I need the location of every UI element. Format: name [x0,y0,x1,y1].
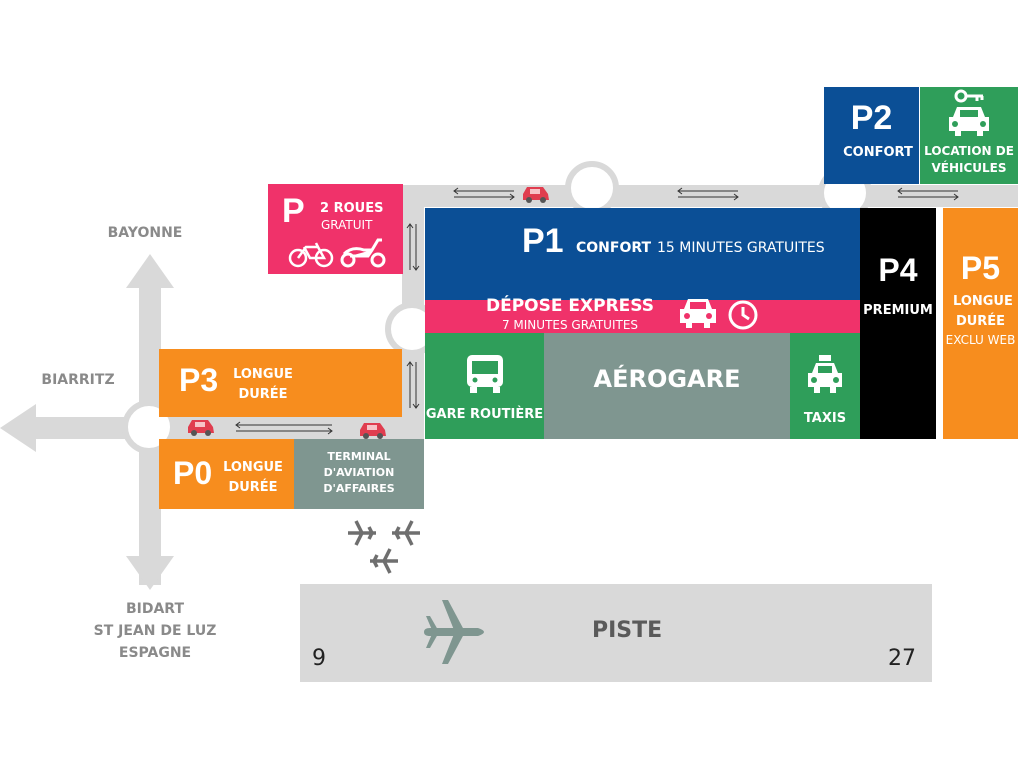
taxis-label: TAXIS [803,411,847,426]
parking-p4-code: P4 [878,252,918,288]
runway-label: PISTE [592,618,663,643]
parking-p5-code: P5 [960,250,1001,286]
parking-p5-sub: EXCLU WEB [945,333,1016,347]
parking-2-roues-code: P [282,192,305,230]
parking-p0[interactable]: P0 LONGUE DURÉE [159,439,294,509]
direction-south-2: ST JEAN DE LUZ [93,623,217,639]
parking-p0-label: LONGUE DURÉE [223,460,283,495]
roundabout-top-mid [565,161,619,215]
runway: PISTE 9 27 [300,584,932,682]
parking-p3-label: LONGUE DURÉE [233,367,293,402]
bicycle-icon [288,242,334,268]
car-icon-road-2 [188,420,214,436]
gare-label: GARE ROUTIÈRE [425,407,544,422]
direction-south-3: ESPAGNE [118,645,192,661]
traffic-arrows-1 [453,187,515,201]
bus-icon [467,355,503,393]
car-icon-road-3 [360,423,386,439]
location-label: LOCATION DE VÉHICULES [924,144,1014,175]
taxis[interactable]: TAXIS [790,333,860,439]
parking-p1-label: CONFORT [576,240,652,256]
parking-p1-code: P1 [522,222,564,260]
parking-p4-label: PREMIUM [863,303,933,318]
terminal-aviation[interactable]: TERMINAL D'AVIATION D'AFFAIRES [294,439,424,509]
traffic-arrows-6 [406,361,420,409]
direction-north: BAYONNE [107,225,183,241]
traffic-arrows-4 [235,421,333,435]
traffic-arrows-5 [406,223,420,271]
parking-2-roues[interactable]: P 2 ROUES GRATUIT [268,184,403,274]
scooter-icon [340,238,386,268]
plane-icon [424,600,484,664]
location-vehicules[interactable]: LOCATION DE VÉHICULES [920,87,1018,184]
parking-2-roues-sub: GRATUIT [321,218,373,232]
depose-title: DÉPOSE EXPRESS [485,296,655,316]
plane-icon-small-1 [348,520,376,546]
parking-p5-label: LONGUE DURÉE [953,294,1013,329]
arrow-icon-north [126,254,174,288]
runway-left-number: 9 [312,646,326,671]
taxi-icon [808,355,842,393]
parking-p1-sub: 15 MINUTES GRATUITES [657,240,825,256]
direction-south-1: BIDART [125,601,185,617]
direction-south: BIDART ST JEAN DE LUZ ESPAGNE [80,598,230,664]
parking-p5[interactable]: P5 LONGUE DURÉE EXCLU WEB [943,208,1018,439]
traffic-arrows-2 [677,187,739,201]
aviation-label: TERMINAL D'AVIATION D'AFFAIRES [323,450,395,495]
plane-icon-small-3 [370,548,398,574]
car-key-icon [949,89,989,136]
parking-p2-label: CONFORT [843,145,913,160]
gare-routiere[interactable]: GARE ROUTIÈRE [425,333,544,439]
depose-express[interactable]: DÉPOSE EXPRESS 7 MINUTES GRATUITES [425,296,860,333]
clock-icon [728,300,758,330]
plane-icon-small-2 [392,520,420,546]
aerogare[interactable]: AÉROGARE [544,333,790,439]
arrow-icon-south [126,556,174,590]
parking-p0-code: P0 [173,455,213,491]
depose-sub: 7 MINUTES GRATUITES [501,318,639,332]
parking-2-roues-label: 2 ROUES [320,201,384,216]
parking-p3[interactable]: P3 LONGUE DURÉE [159,349,402,417]
parking-p2[interactable]: P2 CONFORT [824,87,919,184]
car-icon-road-1 [523,187,549,203]
parking-p4[interactable]: P4 PREMIUM [860,208,936,439]
traffic-arrows-3 [897,187,959,201]
arrow-icon-west [0,404,36,452]
parking-p1[interactable]: P1 CONFORT 15 MINUTES GRATUITES [425,208,860,300]
runway-right-number: 27 [888,646,916,671]
car-icon [680,299,716,328]
direction-west: BIARRITZ [41,372,115,388]
parking-p3-code: P3 [179,362,219,398]
parking-p2-code: P2 [850,99,893,137]
aerogare-title: AÉROGARE [593,365,741,393]
